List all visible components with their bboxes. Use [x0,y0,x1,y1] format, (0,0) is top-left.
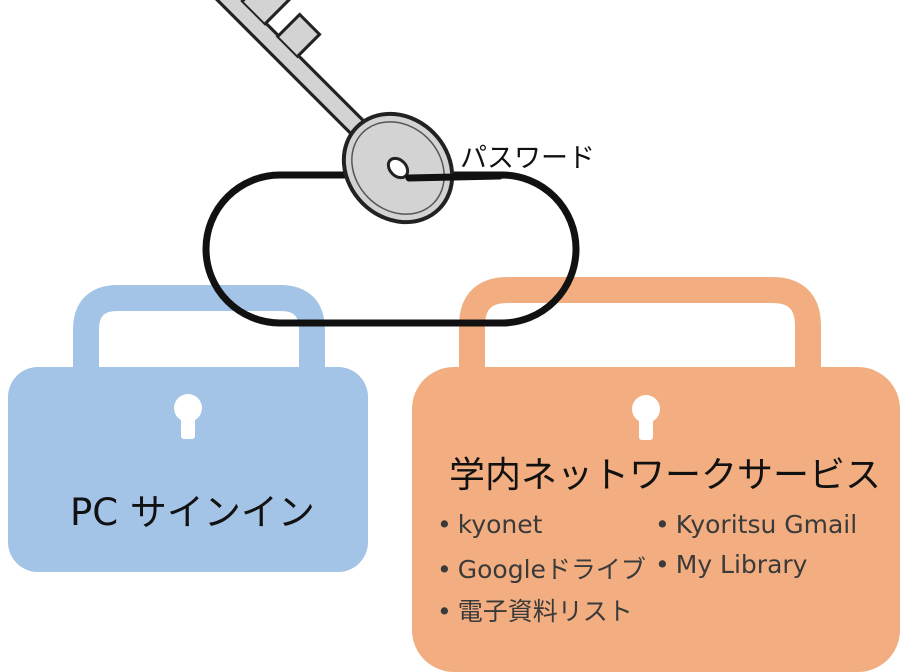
key-ring-front [405,172,504,182]
bullet-icon: • [437,597,452,626]
service-item-kyonet: •kyonet [437,510,543,539]
network-padlock [412,277,900,672]
pc-padlock-body [8,367,368,572]
bullet-icon: • [655,510,670,539]
service-item-google-drive: •Googleドライブ [437,555,646,584]
pc-keyhole-icon [174,394,202,439]
bullet-icon: • [655,550,670,579]
service-item-my-library: •My Library [655,550,808,579]
service-item-e-resources: •電子資料リスト [437,597,633,626]
service-item-gmail: •Kyoritsu Gmail [655,510,858,539]
pc-padlock [8,285,368,572]
key-tooth-2 [239,0,297,27]
key-icon [208,0,455,225]
network-padlock-shackle [459,277,821,372]
bullet-icon: • [437,555,452,584]
bullet-icon: • [437,510,452,539]
key-label: パスワード [460,143,595,174]
pc-padlock-shackle [73,285,325,370]
network-lock-title: 学内ネットワークサービス [449,455,882,496]
pc-lock-title: PC サインイン [70,491,315,534]
key-hole [386,156,410,180]
key-tooth-1 [274,12,322,60]
network-keyhole-icon [632,395,660,440]
network-padlock-body [412,367,900,672]
